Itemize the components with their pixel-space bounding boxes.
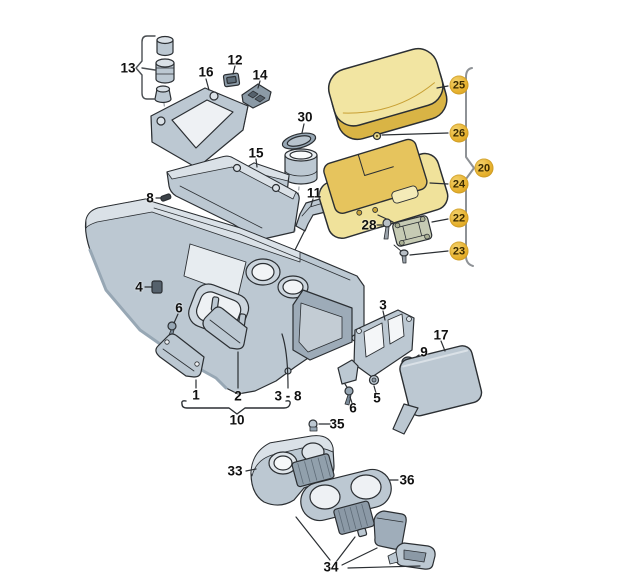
callout-36: 36 xyxy=(399,472,415,488)
part-5-nut xyxy=(368,374,380,386)
part-34-moulded-tray xyxy=(387,542,436,570)
callout-33: 33 xyxy=(227,463,243,479)
callout-10: 10 xyxy=(229,412,245,428)
part-34-small-clip xyxy=(357,527,368,538)
callout-28: 28 xyxy=(361,217,377,233)
part-12-switch xyxy=(222,72,241,88)
part-22-hinge xyxy=(392,215,433,247)
part-23-screw xyxy=(393,244,409,264)
part-35-cap xyxy=(308,419,318,432)
callout-6-right: 6 xyxy=(349,400,357,416)
brace-13 xyxy=(135,35,156,100)
callout-23-badge[interactable]: 23 xyxy=(449,241,469,261)
callout-22-badge[interactable]: 22 xyxy=(449,208,469,228)
part-1-bracket xyxy=(155,333,205,378)
part-28-screw xyxy=(382,218,392,240)
callout-4: 4 xyxy=(135,279,143,295)
callout-34: 34 xyxy=(323,559,339,575)
part-16-trim-frame xyxy=(150,87,249,169)
callout-14: 14 xyxy=(252,67,268,83)
callout-13: 13 xyxy=(120,60,136,76)
callout-9: 9 xyxy=(420,344,428,360)
part-13-lighter-stack xyxy=(154,35,175,104)
callout-26-badge[interactable]: 26 xyxy=(449,123,469,143)
part-30-ashtray xyxy=(281,132,318,185)
callout-6-left: 6 xyxy=(175,300,183,316)
part-25-armrest-lid xyxy=(327,47,448,141)
callout-30: 30 xyxy=(297,109,313,125)
part-2-bracket xyxy=(202,296,248,350)
callout-17: 17 xyxy=(433,327,449,343)
part-3-rear-frame xyxy=(337,309,415,393)
part-24-armrest-base xyxy=(318,138,449,240)
part-14-socket-strip xyxy=(241,83,272,109)
callout-15: 15 xyxy=(248,145,264,161)
part-17-side-panel xyxy=(392,345,483,435)
callout-24-badge[interactable]: 24 xyxy=(449,174,469,194)
callout-2: 2 xyxy=(234,388,242,404)
callout-35: 35 xyxy=(329,416,345,432)
part-33-cupholder-housing xyxy=(250,435,335,506)
callout-25-badge[interactable]: 25 xyxy=(449,75,469,95)
group-10-brace xyxy=(181,333,291,415)
callout-3: 3 xyxy=(379,297,387,313)
part-26-pin xyxy=(372,131,382,141)
group-34-leader-lines xyxy=(295,516,421,569)
callout-20-badge[interactable]: 20 xyxy=(474,158,494,178)
callout-11: 11 xyxy=(306,185,322,201)
bracket-20 xyxy=(465,67,475,267)
callout-1: 1 xyxy=(192,387,200,403)
callout-5: 5 xyxy=(373,390,381,406)
callout-8: 8 xyxy=(146,190,154,206)
callout-3-8: 3 - 8 xyxy=(274,388,302,404)
part-8-screw xyxy=(160,193,172,202)
callout-16: 16 xyxy=(198,64,214,80)
callout-12: 12 xyxy=(227,52,243,68)
part-6-screw-right xyxy=(344,386,354,406)
part-console-flap xyxy=(166,155,300,241)
